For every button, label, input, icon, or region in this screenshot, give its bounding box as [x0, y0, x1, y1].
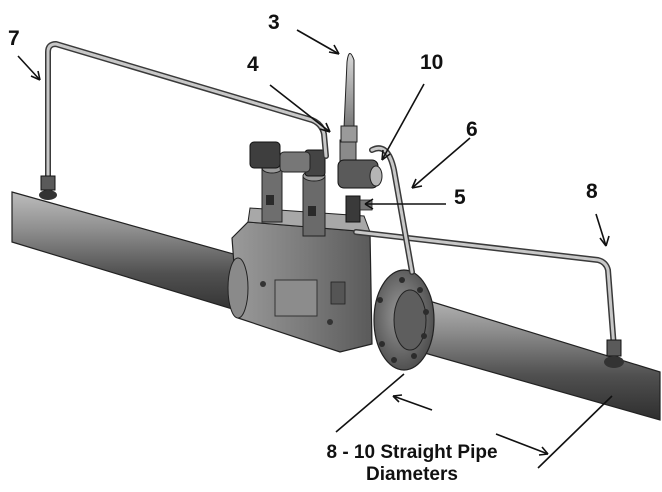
arrow-5: [364, 198, 446, 210]
downstream-sense-line: [353, 229, 617, 351]
dimension-arrow-left: [335, 373, 433, 433]
callout-arrows: [17, 29, 613, 469]
supply-regulator: [337, 139, 383, 223]
arrow-10: [381, 83, 425, 161]
callout-label-8: 8: [586, 180, 598, 203]
callout-label-4: 4: [247, 53, 259, 76]
upstream-sense-fitting: [39, 175, 57, 200]
caption-line-1: 8 - 10 Straight Pipe: [326, 442, 498, 463]
arrow-3: [296, 29, 340, 55]
downstream-sense-fitting: [604, 339, 624, 368]
callout-label-10: 10: [420, 51, 444, 74]
vent-stack: [340, 53, 358, 143]
callout-label-5: 5: [454, 186, 466, 209]
callout-label-3: 3: [268, 11, 280, 34]
upstream-pipe: [11, 191, 263, 319]
arrow-7: [17, 55, 41, 81]
dimension-arrow-right: [495, 395, 613, 469]
straight-pipe-caption: 8 - 10 Straight Pipe Diameters: [292, 442, 532, 486]
pipe-flange: [373, 269, 435, 371]
caption-line-2: Diameters: [366, 464, 458, 485]
callout-label-7: 7: [8, 27, 20, 50]
arrow-4: [269, 84, 331, 133]
regulator-body: [227, 207, 373, 353]
arrow-6: [411, 137, 471, 189]
callout-label-6: 6: [466, 118, 478, 141]
arrow-8: [595, 213, 610, 247]
pilot-assembly-right: [279, 149, 326, 237]
